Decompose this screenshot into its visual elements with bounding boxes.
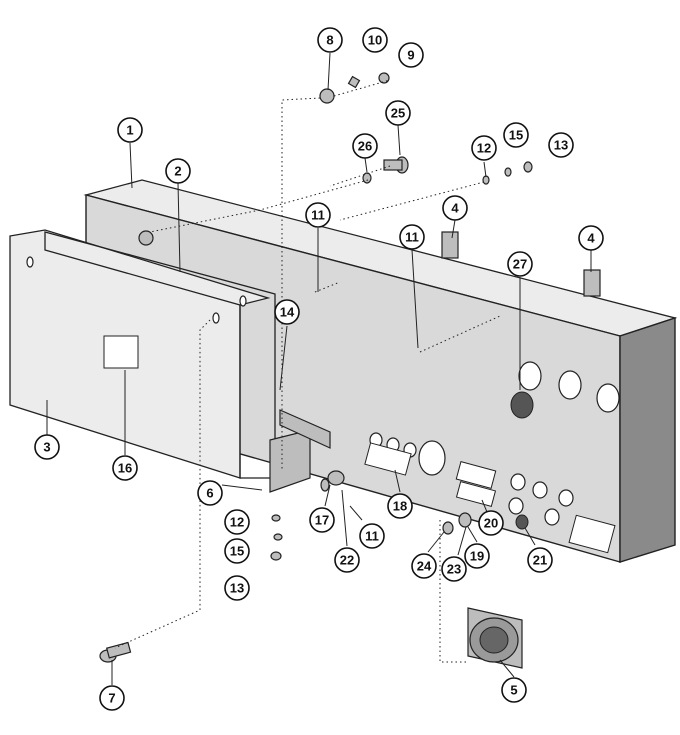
callout-16: 16 xyxy=(112,455,138,481)
callout-12-bottom: 12 xyxy=(224,509,250,535)
svg-text:4: 4 xyxy=(451,201,459,216)
gasket-frame xyxy=(44,231,276,479)
callout-2: 2 xyxy=(165,158,191,184)
callout-13-bottom: 13 xyxy=(224,575,250,601)
svg-text:13: 13 xyxy=(230,581,244,596)
connector-assembly xyxy=(467,607,523,669)
callout-3: 3 xyxy=(34,434,60,460)
callout-24: 24 xyxy=(411,553,437,579)
svg-text:8: 8 xyxy=(326,33,333,48)
svg-text:11: 11 xyxy=(365,529,379,544)
bracket-tab-left xyxy=(441,231,459,259)
svg-text:13: 13 xyxy=(554,138,568,153)
svg-text:24: 24 xyxy=(417,559,432,574)
svg-text:18: 18 xyxy=(393,499,407,514)
callout-12-top: 12 xyxy=(471,135,497,161)
callout-20: 20 xyxy=(478,510,504,536)
svg-text:17: 17 xyxy=(315,513,329,528)
assembly-lines xyxy=(114,79,501,663)
svg-text:11: 11 xyxy=(311,208,325,223)
svg-text:12: 12 xyxy=(477,141,491,156)
callout-14: 14 xyxy=(274,299,300,325)
callout-23: 23 xyxy=(441,556,467,582)
svg-text:16: 16 xyxy=(118,461,132,476)
svg-text:25: 25 xyxy=(391,106,405,121)
side-cover-panel xyxy=(9,229,271,479)
callout-11-middle: 11 xyxy=(399,224,425,250)
svg-text:23: 23 xyxy=(447,562,461,577)
callout-7: 7 xyxy=(99,685,125,711)
svg-text:10: 10 xyxy=(368,33,382,48)
svg-text:20: 20 xyxy=(484,516,498,531)
callout-25: 25 xyxy=(385,100,411,126)
svg-text:3: 3 xyxy=(43,440,50,455)
svg-text:9: 9 xyxy=(407,48,414,63)
callout-18: 18 xyxy=(387,493,413,519)
callout-4-left: 4 xyxy=(442,195,468,221)
svg-text:26: 26 xyxy=(358,139,372,154)
callout-17: 17 xyxy=(309,507,335,533)
svg-text:4: 4 xyxy=(587,231,595,246)
panel-holes xyxy=(364,361,620,530)
callout-27: 27 xyxy=(507,251,533,277)
svg-text:27: 27 xyxy=(513,257,527,272)
callout-5: 5 xyxy=(501,677,527,703)
svg-text:12: 12 xyxy=(230,515,244,530)
callout-11-bottom: 11 xyxy=(359,523,385,549)
callout-26: 26 xyxy=(352,133,378,159)
bracket-tab-right xyxy=(583,269,601,297)
callout-13-top: 13 xyxy=(548,132,574,158)
callout-15-bottom: 15 xyxy=(224,538,250,564)
callout-15-top: 15 xyxy=(503,122,529,148)
callout-11-top: 11 xyxy=(305,202,331,228)
callout-6: 6 xyxy=(197,480,223,506)
svg-text:22: 22 xyxy=(340,553,354,568)
callout-8: 8 xyxy=(317,27,343,53)
svg-text:5: 5 xyxy=(510,683,517,698)
svg-text:19: 19 xyxy=(470,549,484,564)
callout-10: 10 xyxy=(362,27,388,53)
angle-bracket xyxy=(269,409,331,493)
svg-text:6: 6 xyxy=(206,486,213,501)
svg-text:21: 21 xyxy=(533,553,547,568)
callout-22: 22 xyxy=(334,547,360,573)
callout-21: 21 xyxy=(527,547,553,573)
svg-text:1: 1 xyxy=(126,123,133,138)
small-hardware xyxy=(138,72,533,561)
svg-text:14: 14 xyxy=(280,305,295,320)
callout-19: 19 xyxy=(464,543,490,569)
callout-1: 1 xyxy=(117,117,143,143)
svg-text:2: 2 xyxy=(174,164,181,179)
screw-part-25 xyxy=(383,156,409,174)
svg-text:7: 7 xyxy=(108,691,115,706)
callout-4-right: 4 xyxy=(578,225,604,251)
svg-text:15: 15 xyxy=(509,128,523,143)
leader-lines xyxy=(46,52,592,685)
svg-text:15: 15 xyxy=(230,544,244,559)
callout-9: 9 xyxy=(398,42,424,68)
screw-part-7 xyxy=(99,641,132,663)
svg-text:11: 11 xyxy=(405,230,419,245)
